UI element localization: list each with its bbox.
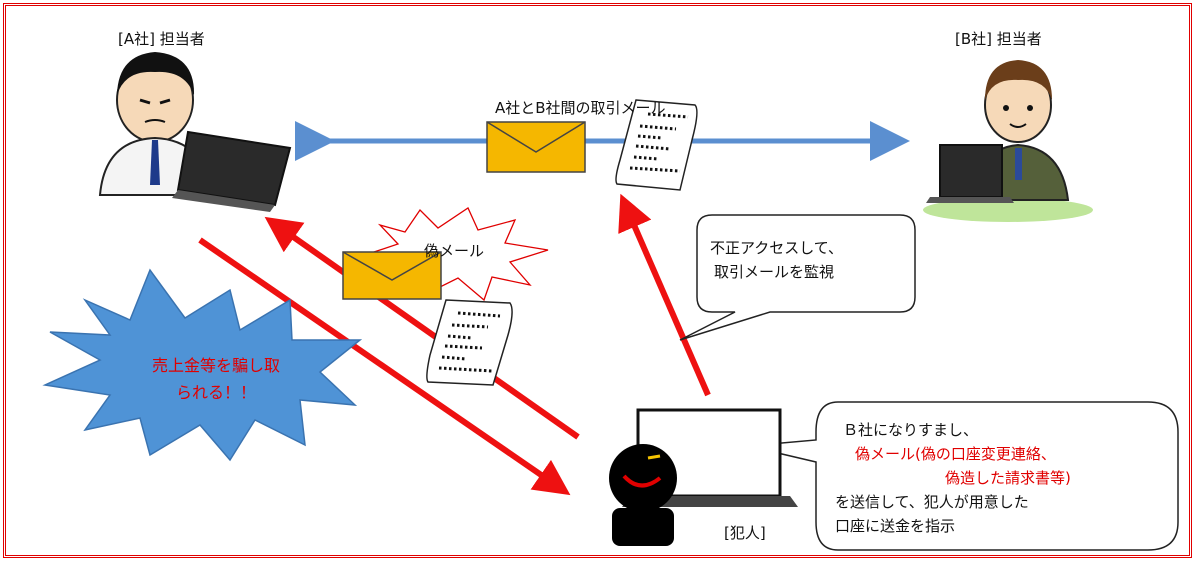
alert-text: 売上金等を騙し取 られる！！ [141, 352, 291, 406]
monitor-bubble-text: 不正アクセスして、 取引メールを監視 [710, 236, 843, 284]
envelope-icon [486, 121, 586, 173]
alert-line-2: られる！！ [175, 383, 256, 402]
company-b-label: [B社] 担当者 [955, 30, 1042, 48]
stolen-funds-arrow [198, 237, 571, 496]
criminal-label: [犯人] [724, 524, 766, 542]
mail-between-label: A社とB社間の取引メール [495, 99, 666, 117]
fake-document-icon [426, 299, 513, 386]
monitor-arrow [618, 193, 711, 397]
impersonate-line-4: を送信して、犯人が用意した [835, 493, 1029, 511]
impersonate-line-1: Ｂ社になりすまし、 [843, 421, 979, 439]
fake-mail-arrow-to-a [264, 216, 580, 440]
alert-line-1: 売上金等を騙し取 [151, 356, 280, 375]
fake-envelope-icon [342, 251, 442, 300]
impersonate-line-3: 偽造した請求書等) [945, 469, 1071, 487]
document-icon [615, 99, 698, 191]
impersonate-line-2: 偽メール(偽の口座変更連絡、 [855, 445, 1056, 463]
monitor-line-2: 取引メールを監視 [714, 263, 835, 281]
impersonate-line-5: 口座に送金を指示 [835, 517, 956, 535]
monitor-speech-bubble [679, 214, 916, 341]
monitor-line-1: 不正アクセスして、 [710, 239, 844, 257]
alert-starburst [42, 268, 363, 462]
outer-frame [3, 3, 1192, 558]
criminal-icon [609, 408, 798, 546]
person-a-icon [98, 52, 292, 212]
impersonate-speech-bubble [747, 401, 1179, 551]
person-b-icon [923, 60, 1093, 222]
company-a-label: [A社] 担当者 [118, 30, 205, 48]
impersonate-bubble-text: Ｂ社になりすまし、 偽メール(偽の口座変更連絡、 偽造した請求書等) を送信して… [835, 418, 1071, 538]
fake-mail-label: 偽メール [424, 242, 485, 260]
